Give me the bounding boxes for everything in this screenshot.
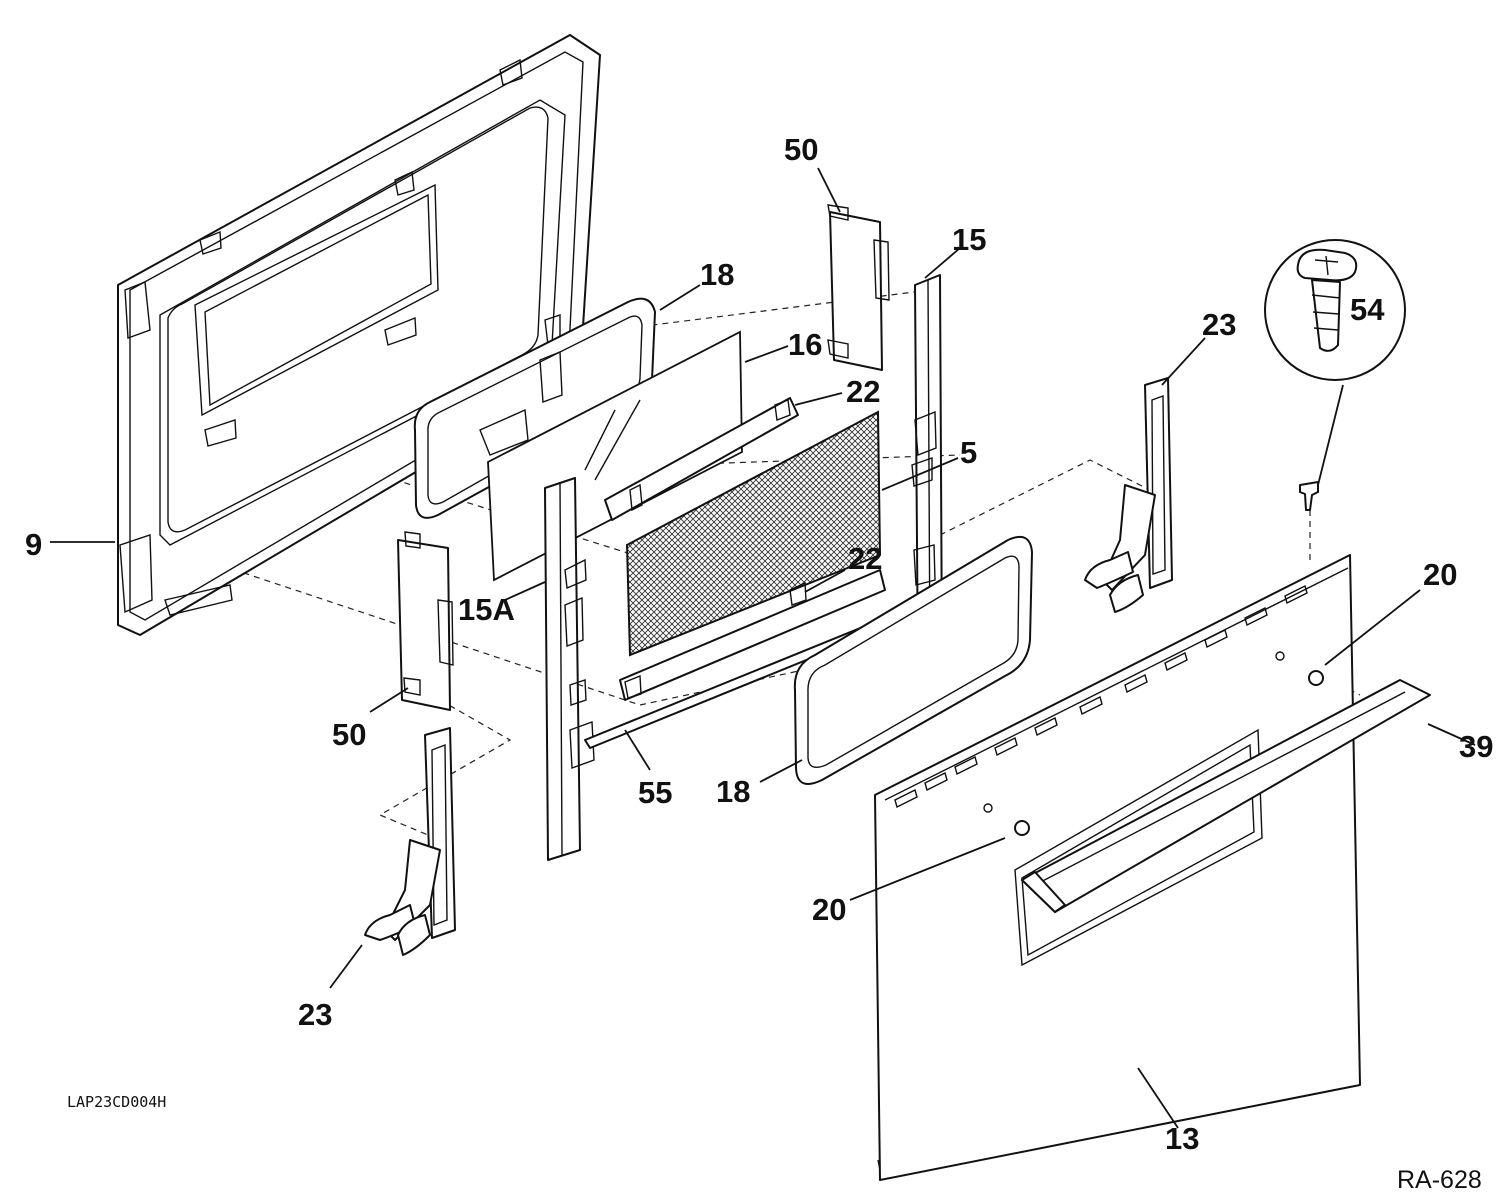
door-gasket-part-18-lower [793,536,1033,785]
callout-15: 15 [952,222,986,257]
handle-spacer-part-20-left [983,803,1030,836]
callout-20-left: 20 [812,892,846,927]
callout-23-right: 23 [1202,307,1236,342]
callout-50-lower: 50 [332,717,366,752]
drawing-code: LAP23CD004H [67,1093,166,1111]
callout-5: 5 [960,435,977,470]
screw-detail-part-54 [1264,239,1406,511]
callout-22-lower: 22 [848,541,882,576]
handle-spacer-part-20-right [1275,651,1324,686]
callout-18-upper: 18 [700,257,734,292]
callout-50-upper: 50 [784,132,818,167]
callout-18-lower: 18 [716,774,750,809]
glass-clip-part-22-upper [604,397,799,521]
door-bracket-part-50-lower [397,531,454,711]
callout-22-upper: 22 [846,374,880,409]
callout-15a: 15A [458,592,515,627]
door-frame-rail-part-15a [544,477,595,861]
callout-39: 39 [1459,729,1493,764]
callout-9: 9 [25,527,42,562]
door-bracket-part-50-upper [827,204,890,371]
door-hinge-part-23-left [364,727,456,956]
callout-leader-lines [50,167,1476,1129]
callout-13: 13 [1165,1121,1199,1156]
door-hinge-part-23-right [1084,377,1173,613]
callout-16: 16 [788,327,822,362]
callout-20-right: 20 [1423,557,1457,592]
callout-55: 55 [638,775,672,810]
callout-23-left: 23 [298,997,332,1032]
callout-54: 54 [1350,292,1385,327]
callout-labels: 9 18 16 50 15 22 5 22 15A 50 55 18 23 23… [25,132,1493,1156]
figure-reference: RA-628 [1397,1166,1482,1194]
door-vent-slots [894,584,1308,809]
door-handle-part-39 [1021,679,1431,913]
glass-clip-part-22-lower [619,569,886,701]
insulation-mesh-part-5 [625,410,882,657]
